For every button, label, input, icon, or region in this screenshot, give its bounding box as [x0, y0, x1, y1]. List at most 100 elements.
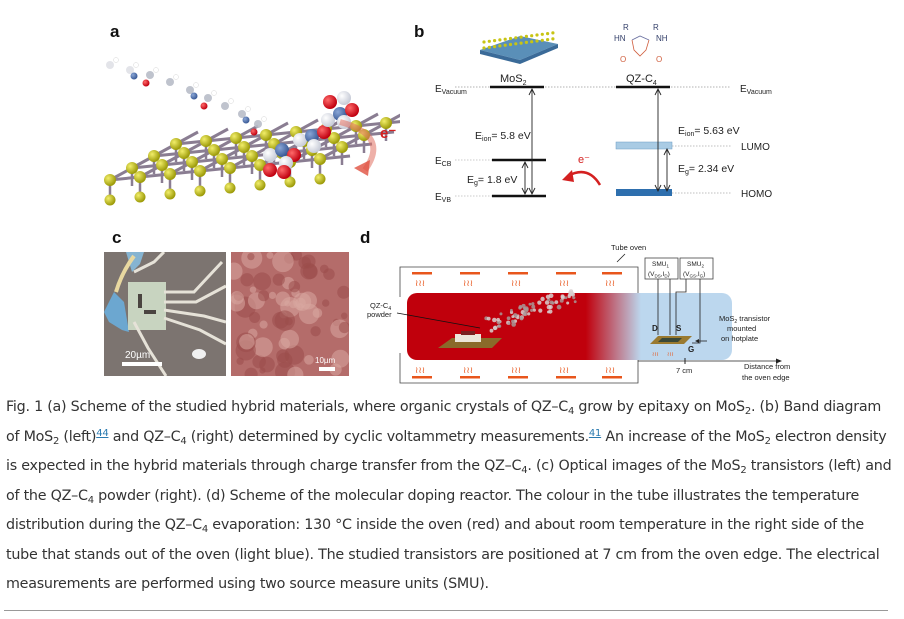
mos2-crystal-icon [480, 31, 558, 64]
powder-pointer [396, 312, 481, 329]
scale-bar-10um [319, 367, 335, 371]
molecule-o2: O [656, 55, 662, 64]
smu1-box [644, 257, 679, 280]
caption-text: (right) determined by cyclic voltammetry… [186, 428, 589, 445]
heater-coil-icon: ≀≀≀ [559, 365, 569, 375]
caption-subscript: 2 [52, 435, 60, 447]
lumo-bar [615, 141, 673, 150]
evacuum-left-label: EVacuum [435, 84, 467, 96]
smu2-label: SMU2 [687, 261, 704, 269]
heater-coil-icon: ≀≀≀ [415, 365, 425, 375]
qz-c4-powder [461, 331, 475, 335]
homo-bar [616, 189, 672, 196]
caption-separator [4, 610, 888, 611]
powder-label-line2: powder [367, 310, 392, 319]
figure-1: a e⁻ b [104, 22, 790, 384]
ecb-label: ECB [435, 156, 452, 168]
hotplate-heater-icon: ≀≀≀ [652, 352, 659, 358]
source-label: S [676, 324, 682, 333]
heater-coil-icon: ≀≀≀ [605, 278, 615, 288]
reference-link-41[interactable]: 41 [588, 427, 602, 439]
hotplate-heater-icon: ≀≀≀ [667, 352, 674, 358]
smu2-measure: (VGS,IG) [683, 271, 705, 279]
caption-subscript: 4 [521, 465, 528, 476]
qz-eg-label: Eg= 2.34 eV [678, 163, 734, 176]
qz-eion-label: Eion= 5.63 eV [678, 125, 740, 138]
caption-text: grow by epitaxy on MoS [574, 399, 745, 415]
crucible-plate [438, 338, 502, 348]
lumo-label: LUMO [741, 142, 770, 153]
distance-axis-label-line2: the oven edge [742, 373, 790, 382]
electron-label-b: e⁻ [578, 154, 590, 166]
molecule-r1: R [623, 23, 629, 32]
qz-eion-arrow [654, 87, 662, 193]
charge-transfer-arrow-head-icon [562, 170, 574, 182]
caption-text: evaporation: 130 °C inside the oven (red… [6, 517, 880, 592]
panel-label-b: b [414, 22, 425, 41]
panel-label-a: a [110, 22, 120, 41]
transistor-pointer-head-icon [695, 339, 699, 343]
panel-a-molecular-scheme: e⁻ [104, 57, 400, 206]
scale-label-20um: 20µm [125, 350, 150, 361]
mos2-eg-label: Eg= 1.8 eV [467, 174, 517, 187]
tube-oven-label: Tube oven [611, 243, 646, 252]
panel-label-d: d [360, 228, 371, 247]
caption-subscript: 2 [740, 465, 747, 476]
caption-subscript: 4 [180, 435, 187, 447]
molecule-nh: NH [656, 34, 668, 43]
molecule-r2: R [653, 23, 659, 32]
crucible [455, 334, 481, 342]
transistor-label-line3: on hotplate [721, 334, 758, 343]
qz-c4-powder-optical-image: 10µm [231, 252, 349, 376]
homo-label: HOMO [741, 189, 772, 200]
heater-coil-icon: ≀≀≀ [511, 278, 521, 288]
qz-c4-structure-icon: R R HN NH O O [614, 23, 668, 64]
drain-label: D [652, 324, 658, 333]
molecular-vapor [484, 289, 577, 333]
heater-coil-icon: ≀≀≀ [463, 278, 473, 288]
transistor-chip [658, 338, 682, 342]
distance-tick-label: 7 cm [676, 366, 692, 375]
heater-coil-icon: ≀≀≀ [605, 365, 615, 375]
tube-oven-pointer [616, 253, 626, 263]
heater-elements: ≀≀≀≀≀≀≀≀≀≀≀≀≀≀≀≀≀≀≀≀≀≀≀≀≀≀≀≀≀≀ [412, 272, 622, 379]
scale-bar-20um [122, 362, 162, 366]
caption-subscript: 4 [201, 524, 208, 535]
panel-label-c: c [112, 228, 122, 247]
electron-arrow-head-icon [354, 160, 370, 176]
mos2-eg-arrow [521, 160, 529, 196]
figure-caption: Fig. 1 (a) Scheme of the studied hybrid … [6, 393, 898, 600]
smu2-box [679, 257, 714, 280]
evacuum-right-label: EVacuum [740, 84, 772, 96]
smu1-label: SMU1 [652, 261, 669, 269]
panel-d-doping-reactor: ≀≀≀≀≀≀≀≀≀≀≀≀≀≀≀≀≀≀≀≀≀≀≀≀≀≀≀≀≀≀ Tube oven… [367, 243, 790, 384]
mos2-eion-label: Eion= 5.8 eV [475, 130, 531, 143]
evb-label: EVB [435, 192, 451, 204]
caption-text: (left) [59, 428, 97, 445]
panel-b-band-diagram: R R HN NH O O MoS2 QZ-C4 EVacuum EVacuum… [435, 23, 772, 204]
caption-text: An increase of the MoS [601, 428, 765, 445]
smu-wires [657, 279, 701, 344]
caption-text: Fig. 1 (a) Scheme of the studied hybrid … [6, 399, 569, 415]
caption-subscript: 2 [744, 406, 751, 417]
caption-subscript: 2 [764, 435, 771, 447]
caption-text: electron density is expected in the hybr… [6, 428, 887, 475]
caption-text: . (b) Band diagram of MoS [6, 399, 882, 445]
caption-subscript: 4 [87, 494, 94, 506]
qz-c4-title: QZ-C4 [626, 73, 657, 87]
electron-label: e⁻ [380, 125, 396, 142]
quartz-tube [407, 293, 732, 360]
caption-text: powder (right). (d) Scheme of the molecu… [6, 487, 860, 534]
distance-axis-label-line1: Distance from [744, 362, 790, 371]
gate-label: G [688, 345, 694, 354]
mos2-title: MoS2 [500, 73, 527, 87]
powder-label: QZ-C4 [370, 301, 391, 312]
caption-text: . (c) Optical images of the MoS [527, 458, 741, 474]
caption-text: transistors (left) and of the QZ–C [6, 458, 892, 504]
caption-subscript: 4 [568, 406, 575, 417]
mos2-transistor-optical-image: 20µm [104, 252, 226, 376]
heater-coil-icon: ≀≀≀ [511, 365, 521, 375]
oven-bottom-wall [399, 353, 639, 384]
transistor-label-line2: mounted [727, 324, 756, 333]
reference-link-44[interactable]: 44 [96, 427, 109, 439]
